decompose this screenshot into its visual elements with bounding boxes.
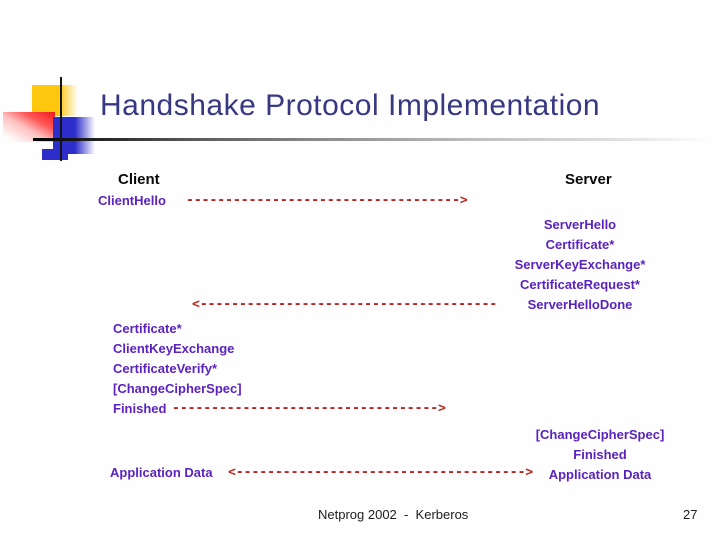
message-certificate-client: Certificate* bbox=[113, 321, 182, 336]
message-finished-server: Finished bbox=[573, 447, 627, 462]
footer-page-number: 27 bbox=[683, 507, 698, 522]
server-column-header: Server bbox=[565, 171, 612, 188]
title-divider-line bbox=[33, 138, 710, 141]
message-certificate-verify: CertificateVerify* bbox=[113, 361, 218, 376]
decor-yellow-square bbox=[32, 85, 78, 116]
server-flight1-block: ServerHello Certificate* ServerKeyExchan… bbox=[480, 215, 680, 315]
message-change-cipher-spec-server: [ChangeCipherSpec] bbox=[535, 427, 665, 442]
decor-vertical-line bbox=[60, 77, 62, 161]
server-flight2-block: [ChangeCipherSpec] Finished Application … bbox=[500, 425, 700, 485]
arrow-left-server-flight1: <-------------------------------------- bbox=[192, 297, 498, 312]
message-certificate-request: CertificateRequest* bbox=[520, 277, 640, 292]
message-change-cipher-spec-client: [ChangeCipherSpec] bbox=[113, 381, 242, 396]
message-client-key-exchange: ClientKeyExchange bbox=[113, 341, 235, 356]
message-server-key-exchange: ServerKeyExchange* bbox=[514, 257, 646, 272]
message-client-hello: ClientHello bbox=[98, 193, 166, 208]
decor-blue-notch bbox=[42, 149, 68, 160]
message-finished-client: Finished bbox=[113, 401, 167, 416]
message-application-data-server: Application Data bbox=[548, 467, 652, 482]
arrow-right-finished: ----------------------------------> bbox=[172, 401, 446, 416]
message-certificate: Certificate* bbox=[545, 237, 615, 252]
client-flight-block: Certificate* ClientKeyExchange Certifica… bbox=[113, 319, 242, 419]
message-server-hello-done: ServerHelloDone bbox=[527, 297, 633, 312]
slide-title: Handshake Protocol Implementation bbox=[100, 89, 601, 122]
arrow-both-application-data: <-------------------------------------> bbox=[228, 465, 534, 480]
client-column-header: Client bbox=[118, 171, 160, 188]
message-server-hello: ServerHello bbox=[543, 217, 617, 232]
message-application-data-client: Application Data bbox=[110, 465, 213, 480]
footer-caption: Netprog 2002 - Kerberos bbox=[318, 507, 469, 522]
decor-red-square bbox=[3, 112, 55, 142]
arrow-right-client-hello: -----------------------------------> bbox=[186, 193, 468, 208]
